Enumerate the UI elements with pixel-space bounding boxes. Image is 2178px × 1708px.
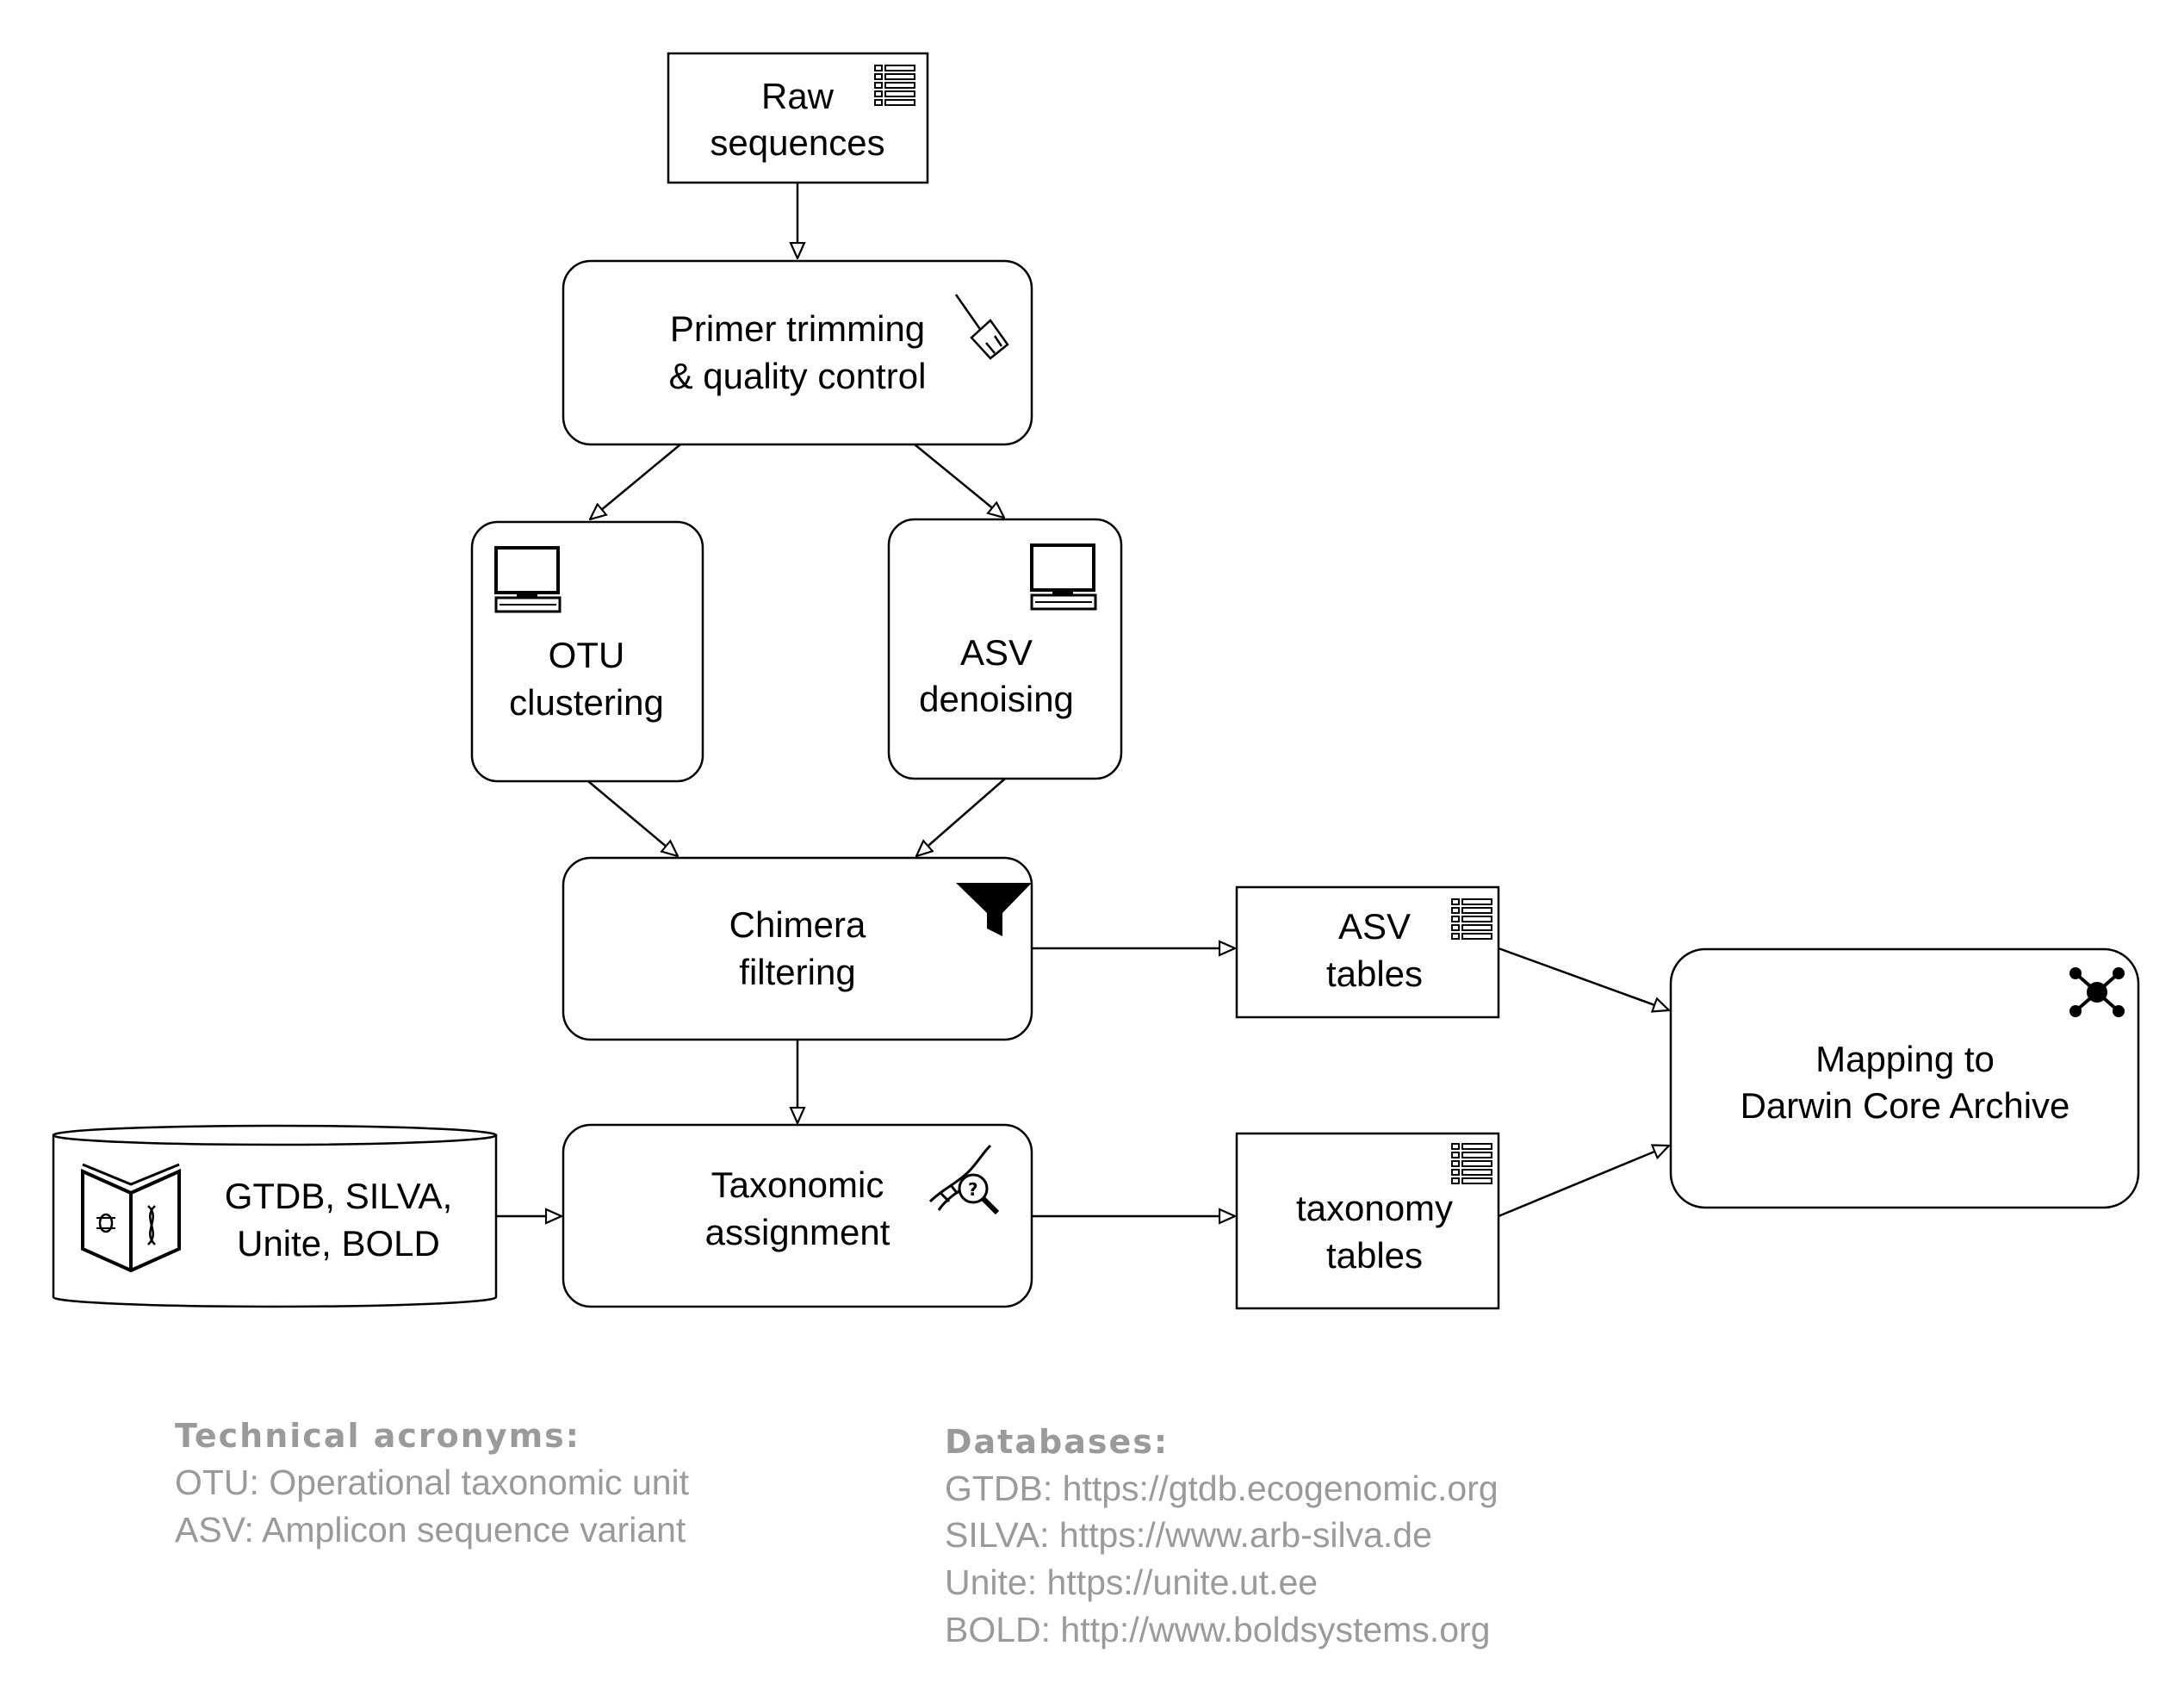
- node-primer-trimming: Primer trimming & quality control: [562, 259, 1033, 446]
- raw-sequences-line2: sequences: [710, 122, 884, 163]
- primer-trimming-line1: Primer trimming: [670, 308, 925, 349]
- broom-icon: [954, 294, 1009, 360]
- node-reference-databases: GTDB, SILVA, Unite, BOLD: [52, 1124, 498, 1308]
- computer-icon: [1030, 543, 1097, 611]
- acronyms-note: Technical acronyms: OTU: Operational tax…: [175, 1417, 690, 1550]
- database-item: Unite: https://unite.ut.ee: [945, 1562, 1318, 1602]
- darwin-core-line2: Darwin Core Archive: [1741, 1085, 2070, 1126]
- table-icon: [874, 65, 915, 106]
- node-asv-tables: ASV tables: [1235, 885, 1500, 1019]
- taxonomic-assignment-line2: assignment: [705, 1212, 890, 1252]
- chimera-filtering-line2: filtering: [739, 952, 855, 992]
- taxonomy-tables-line1: taxonomy: [1296, 1188, 1453, 1228]
- filter-icon: [956, 883, 1032, 936]
- table-icon: [1451, 898, 1492, 940]
- acronym-item: ASV: Amplicon sequence variant: [175, 1510, 686, 1550]
- darwin-core-line1: Mapping to: [1815, 1039, 1995, 1079]
- node-raw-sequences: Raw sequences: [667, 52, 929, 184]
- asv-tables-line2: tables: [1326, 953, 1423, 994]
- edge-otu-to-chimera: [587, 780, 678, 856]
- node-darwin-core: Mapping to Darwin Core Archive: [1669, 947, 2140, 1209]
- dna-search-icon: ?: [928, 1144, 1000, 1215]
- otu-clustering-line1: OTU: [549, 635, 625, 675]
- node-taxonomy-tables: taxonomy tables: [1235, 1132, 1500, 1310]
- edge-primer-to-asv: [914, 444, 1004, 518]
- chimera-filtering-line1: Chimera: [729, 904, 866, 945]
- databases-note: Databases: GTDB: https://gtdb.ecogenomic…: [945, 1423, 1499, 1649]
- network-icon: [2069, 967, 2125, 1017]
- node-chimera-filtering: Chimera filtering: [562, 856, 1033, 1041]
- node-taxonomic-assignment: Taxonomic assignment ?: [562, 1123, 1033, 1308]
- taxonomy-tables-line2: tables: [1326, 1235, 1423, 1276]
- edge-asv-tables-to-darwin: [1498, 947, 1669, 1010]
- acronym-item: OTU: Operational taxonomic unit: [175, 1463, 690, 1502]
- asv-denoising-line2: denoising: [919, 679, 1074, 719]
- database-item: GTDB: https://gtdb.ecogenomic.org: [945, 1469, 1499, 1508]
- database-item: BOLD: http://www.boldsystems.org: [945, 1610, 1490, 1649]
- databases-heading: Databases:: [945, 1423, 1169, 1461]
- node-asv-denoising: ASV denoising: [887, 518, 1123, 780]
- databases-line1: GTDB, SILVA,: [225, 1176, 453, 1216]
- asv-denoising-line1: ASV: [960, 632, 1033, 673]
- asv-tables-line1: ASV: [1338, 906, 1411, 947]
- raw-sequences-line1: Raw: [761, 76, 835, 116]
- databases-line2: Unite, BOLD: [237, 1223, 440, 1264]
- computer-icon: [494, 546, 562, 613]
- otu-clustering-line2: clustering: [509, 682, 664, 723]
- edge-asv-to-chimera: [916, 778, 1006, 856]
- edges: [496, 183, 1669, 1216]
- svg-text:?: ?: [968, 1179, 978, 1200]
- database-item: SILVA: https://www.arb-silva.de: [945, 1515, 1432, 1555]
- book-icon: [81, 1163, 181, 1273]
- node-otu-clustering: OTU clustering: [470, 520, 704, 783]
- edge-primer-to-otu: [590, 444, 681, 519]
- table-icon: [1451, 1143, 1492, 1184]
- taxonomic-assignment-line1: Taxonomic: [711, 1165, 884, 1205]
- edge-taxonomy-tables-to-darwin: [1498, 1146, 1669, 1218]
- primer-trimming-line2: & quality control: [669, 356, 927, 396]
- acronyms-heading: Technical acronyms:: [175, 1417, 580, 1455]
